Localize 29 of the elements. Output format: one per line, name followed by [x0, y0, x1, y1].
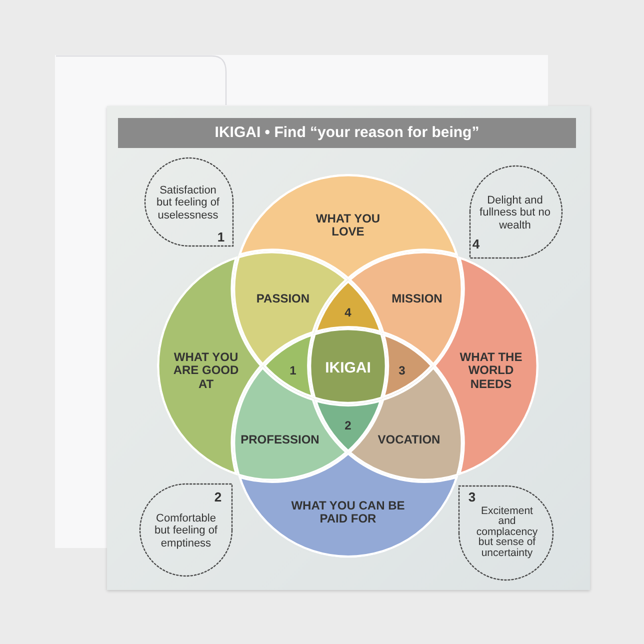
callout-number: 1 — [217, 230, 225, 246]
overlap-region — [314, 280, 382, 334]
region-label: PASSION — [256, 292, 310, 306]
region-label: IKIGAI — [325, 360, 371, 378]
circle-label: WHAT YOU CAN BE PAID FOR — [290, 500, 406, 526]
callout-number: 2 — [214, 490, 222, 506]
overlap-region — [382, 333, 434, 399]
speech-bubble — [139, 483, 233, 577]
bubble-text: Excitement and complacency but sense of uncertainty — [476, 506, 538, 558]
region-label: MISSION — [392, 292, 442, 306]
bubble-text: Comfortable but feeling of emptiness — [154, 512, 218, 550]
callout-number: 3 — [468, 490, 476, 506]
callout-number: 4 — [472, 238, 480, 252]
speech-bubble — [144, 157, 234, 247]
region-label: 1 — [290, 364, 296, 378]
bubble-text: Satisfaction but feeling of uselessness — [156, 184, 220, 222]
region-label: 2 — [344, 419, 352, 433]
speech-bubble — [469, 165, 563, 259]
region-label: 4 — [344, 306, 352, 320]
bubble-text: Delight and fullness but no wealth — [479, 194, 551, 232]
overlap-region — [309, 328, 387, 404]
circle-label: WHAT THE WORLD NEEDS — [458, 350, 523, 392]
circle-label: WHAT YOU LOVE — [314, 212, 381, 240]
region-label: PROFESSION — [240, 433, 320, 447]
region-label: 3 — [398, 364, 406, 378]
circle-label: WHAT YOU ARE GOOD AT — [172, 350, 240, 392]
title-banner: IKIGAI • Find “your reason for being” — [118, 118, 576, 148]
speech-bubble — [458, 485, 554, 581]
region-label: VOCATION — [378, 433, 440, 447]
